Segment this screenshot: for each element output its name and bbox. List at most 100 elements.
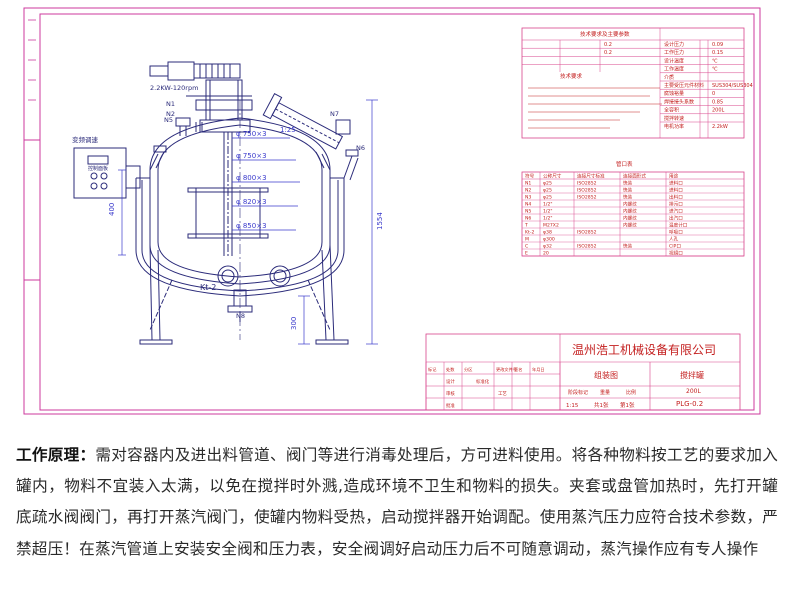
- nozzle-cell: 1/2": [543, 202, 553, 208]
- assembly-drawing: 2.2KW-120rpm 变频调速 控制面板 N1 N2 N5 N6 N7 N8…: [23, 7, 761, 415]
- tech-row-value: 0.85: [712, 99, 723, 105]
- dim-300: 300: [290, 317, 298, 330]
- tech-row-label: 电机功率: [664, 123, 684, 130]
- capacity: 200L: [686, 388, 701, 395]
- tb-label: 工艺: [498, 391, 507, 397]
- nozzle-label-n6: N6: [356, 144, 365, 152]
- sheet-total: 共1张: [594, 401, 609, 409]
- tb-label: 设计: [446, 378, 455, 385]
- nozzle-cell: 快装: [623, 194, 633, 201]
- tech-row-value: 0.15: [712, 50, 723, 56]
- nozzle-cell: 内螺纹: [623, 215, 637, 222]
- tech-row-value: 200L: [712, 108, 725, 114]
- title-block: 标记处数分区更改文件号签名年月日设计标准化审核工艺批准 温州浩工机械设备有限公司…: [425, 333, 741, 411]
- tech-row-label: 工作温度: [664, 66, 684, 73]
- nozzle-cell: ISO2852: [577, 181, 597, 187]
- label-stage: 阶段标记: [568, 389, 588, 396]
- sheet-number: 第1张: [620, 401, 635, 409]
- nozzle-cell: 内螺纹: [623, 208, 637, 215]
- nozzle-table-title: 管口表: [616, 160, 633, 168]
- tb-label: 标准化: [476, 378, 490, 385]
- kt-label: Kt-2: [200, 283, 216, 292]
- nozzle-cell: N6: [525, 216, 531, 222]
- nozzle-cell: M: [525, 237, 529, 243]
- nozzle-cell: M27X2: [543, 223, 559, 229]
- nozzle-cell: 视镜口: [669, 250, 683, 257]
- nozzle-cell: 内螺纹: [623, 222, 637, 229]
- tech-row-value-2: 0.2: [604, 50, 612, 56]
- tb-label: 签名: [514, 366, 522, 373]
- tb-label: 处数: [446, 366, 455, 373]
- tech-notes-title: 技术要求: [560, 72, 583, 80]
- tech-row-label: 腐蚀裕量: [664, 90, 684, 97]
- nozzle-cell: ISO2852: [577, 188, 597, 194]
- drawing-number: PLG-0.2: [676, 400, 703, 408]
- tech-row-value: SUS304/SUS304: [712, 83, 753, 89]
- nozzle-cell: 快装: [623, 243, 633, 250]
- tech-row-label: 介质: [664, 74, 674, 81]
- nozzle-cell: 进汽口: [669, 208, 683, 215]
- tech-row-label: 设计压力: [664, 41, 684, 48]
- dim-1554: 1554: [376, 212, 384, 230]
- nozzle-cell: E: [525, 251, 528, 257]
- nozzle-cell: 出料口: [669, 194, 683, 201]
- nozzle-header-cell: 用途: [669, 173, 679, 180]
- nozzle-header-cell: 符号: [525, 173, 535, 180]
- nozzle-cell: 排污口: [669, 201, 683, 208]
- dim-ratio: 1:25: [280, 126, 296, 134]
- working-principle-body: 需对容器内及进出料管道、阀门等进行消毒处理后，方可进料使用。将各种物料按工艺的要…: [16, 446, 778, 558]
- nozzle-cell: φ25: [543, 181, 552, 187]
- tech-row-value-2: 0.2: [604, 42, 612, 48]
- nozzle-cell: 快装: [623, 187, 633, 194]
- product-name: 搅拌罐: [680, 370, 704, 380]
- dim-d2: φ 750×3: [236, 152, 267, 160]
- nozzle-cell: ISO2852: [577, 195, 597, 201]
- nozzle-header-cell: 连接面形式: [623, 173, 646, 180]
- working-principle: 工作原理：需对容器内及进出料管道、阀门等进行消毒处理后，方可进料使用。将各种物料…: [16, 440, 778, 565]
- tech-row-label: 工作压力: [664, 49, 684, 56]
- nozzle-header-cell: 连接尺寸标准: [577, 173, 605, 180]
- nozzle-cell: 温度计口: [669, 222, 688, 229]
- nozzle-label-n2: N2: [166, 110, 175, 118]
- control-panel-label: 控制面板: [88, 165, 108, 172]
- nozzle-header-cell: 公称尺寸: [543, 173, 562, 180]
- tech-table-title: 技术要求及主要参数: [580, 30, 630, 38]
- vessel-drawing: [73, 61, 359, 345]
- nozzle-cell: 20: [543, 251, 549, 257]
- tb-label: 分区: [464, 366, 472, 373]
- nozzle-cell: ISO2852: [577, 230, 597, 236]
- company-name: 温州浩工机械设备有限公司: [572, 342, 716, 357]
- tb-label: 年月日: [532, 366, 545, 373]
- tech-row-value: 2.2kW: [712, 124, 728, 130]
- nozzle-cell: φ38: [543, 230, 552, 236]
- nozzle-label-n5: N5: [164, 116, 173, 124]
- nozzle-cell: 1/2": [543, 209, 553, 215]
- tech-row-label: 焊接接头系数: [664, 98, 694, 105]
- tb-label: 标记: [428, 366, 437, 373]
- tech-row-label: 主要受压元件材料: [664, 82, 704, 89]
- dim-d3: φ 800×3: [236, 174, 267, 182]
- nozzle-cell: T: [524, 223, 528, 229]
- dim-400: 400: [108, 203, 116, 216]
- nozzle-cell: φ32: [543, 244, 552, 250]
- nozzle-cell: 内螺纹: [623, 201, 637, 208]
- nozzle-cell: N1: [525, 181, 531, 187]
- label-weight: 重量: [600, 389, 610, 396]
- nozzle-cell: C: [525, 244, 528, 250]
- dim-d4: φ 820×3: [236, 198, 267, 206]
- motor-label: 2.2KW-120rpm: [150, 84, 198, 92]
- nozzle-label-n8: N8: [236, 312, 245, 320]
- control-box-label: 变频调速: [72, 135, 99, 144]
- working-principle-title: 工作原理：: [16, 446, 96, 464]
- nozzle-cell: 进料口: [669, 180, 683, 187]
- outer-frame: [23, 7, 761, 415]
- nozzle-cell: φ25: [543, 195, 552, 201]
- nozzle-cell: N5: [525, 209, 531, 215]
- nozzle-cell: CIP口: [669, 244, 681, 250]
- tb-label: 审核: [446, 390, 455, 397]
- tech-row-value: ℃: [712, 58, 718, 64]
- nozzle-cell: φ25: [543, 188, 552, 194]
- tech-row-value: 0.09: [712, 42, 723, 48]
